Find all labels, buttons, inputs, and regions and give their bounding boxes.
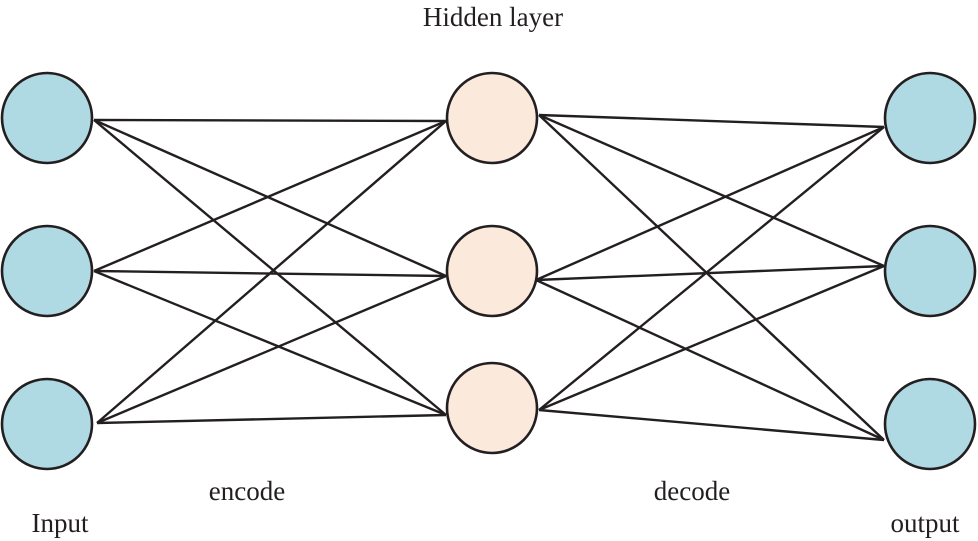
encode-edge-0-0 [93,118,447,123]
output-node-2 [883,224,977,318]
hidden-node-1 [445,71,539,165]
encode-edge-2-0 [96,120,447,424]
output-node-1 [883,71,977,165]
input-node-2 [0,224,94,318]
hidden-node-2 [445,224,539,318]
decode-edge-0-0 [538,113,885,129]
hidden-layer-title: Hidden layer [422,2,564,32]
input-label: Input [31,508,89,538]
decode-label: decode [653,476,731,506]
input-node-1 [0,71,94,165]
input-node-3 [0,377,94,471]
decode-edge-1-0 [535,125,885,282]
decode-edge-0-2 [538,114,885,441]
decode-edge-0-1 [538,113,885,268]
output-node-3 [883,377,977,471]
encode-edge-1-2 [93,269,447,417]
output-label: output [890,508,960,538]
encode-edge-2-2 [96,413,447,425]
encode-edge-2-1 [96,274,447,425]
encode-label: encode [208,476,286,506]
decode-edge-1-1 [535,264,885,282]
decode-edge-2-1 [538,264,885,412]
decode-edge-2-0 [538,126,885,411]
encode-edge-0-1 [93,118,447,278]
decode-edge-2-2 [538,408,885,442]
encode-edge-1-0 [93,119,447,273]
encode-edge-0-2 [93,119,447,416]
decode-edge-1-2 [535,278,885,442]
hidden-node-3 [445,361,539,455]
